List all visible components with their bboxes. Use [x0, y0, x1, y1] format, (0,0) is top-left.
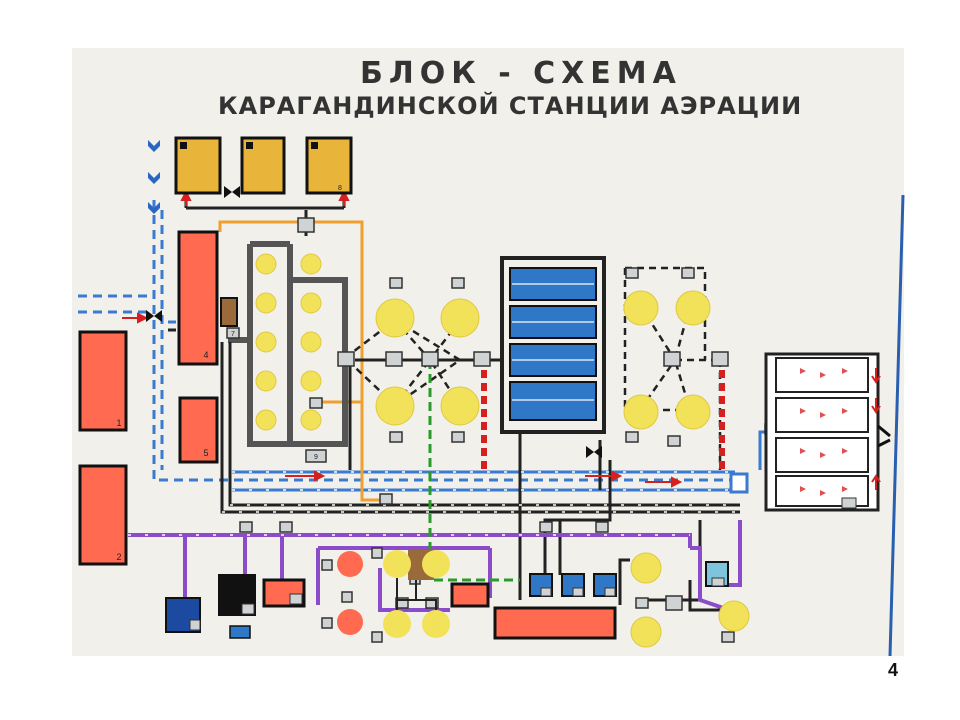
primary-clarifiers [255, 253, 322, 431]
diagram-subtitle: КАРАГАНДИНСКОЙ СТАНЦИИ АЭРАЦИИ [218, 92, 803, 120]
aeration-corridors [509, 267, 597, 421]
chevron-markers [148, 140, 160, 214]
outlet-coupling [729, 472, 749, 494]
disinfection-flags [800, 368, 848, 496]
secondary-clarifiers [375, 290, 711, 430]
valve-icon [586, 446, 602, 458]
node-box [711, 577, 725, 587]
node-box [297, 217, 315, 233]
tank-2-number: 2 [116, 552, 121, 562]
gate-valve-icon [146, 310, 162, 322]
node-box [241, 603, 255, 615]
tank-1-number: 1 [116, 418, 121, 428]
red-dashed-pipes [481, 370, 725, 470]
page-number: 4 [888, 660, 899, 680]
unit-9-box [305, 449, 327, 463]
unit-8-number: 8 [338, 185, 342, 192]
node-box [841, 497, 857, 509]
outfall-icon [877, 424, 891, 448]
green-sludge-pipe [428, 360, 520, 582]
node-box [189, 619, 201, 631]
small-blue-box [229, 625, 251, 639]
flow-arrows [122, 189, 683, 488]
node-box [226, 327, 240, 339]
disinfection-cells [775, 357, 869, 507]
purple-striped-pipe [128, 471, 740, 536]
outfall-markers [871, 368, 881, 490]
bin-labels [180, 142, 318, 149]
yellow-bins [174, 136, 353, 195]
grit-chamber [220, 297, 238, 327]
tank-number-labels: 1 2 4 5 [116, 350, 208, 562]
inflow-dashed-pipes [78, 200, 740, 482]
tank-5-number: 5 [203, 448, 208, 458]
pump-tank-labels [540, 587, 616, 597]
poster-edge-line [888, 194, 905, 657]
unit-9-number: 9 [314, 454, 318, 461]
bin-valve-icon [224, 186, 240, 198]
gas-holders [630, 552, 750, 648]
node-box [289, 593, 303, 605]
digesters [337, 550, 450, 638]
grey-process-pipes [228, 241, 348, 447]
diagram-title: БЛОК - СХЕМА [360, 56, 682, 91]
node-boxes [239, 267, 778, 643]
box-7-number: 7 [231, 331, 235, 338]
tank-4-number: 4 [203, 350, 208, 360]
red-tanks [78, 230, 617, 640]
digester-links [396, 578, 437, 610]
aeration-corridor-lines [512, 283, 594, 401]
